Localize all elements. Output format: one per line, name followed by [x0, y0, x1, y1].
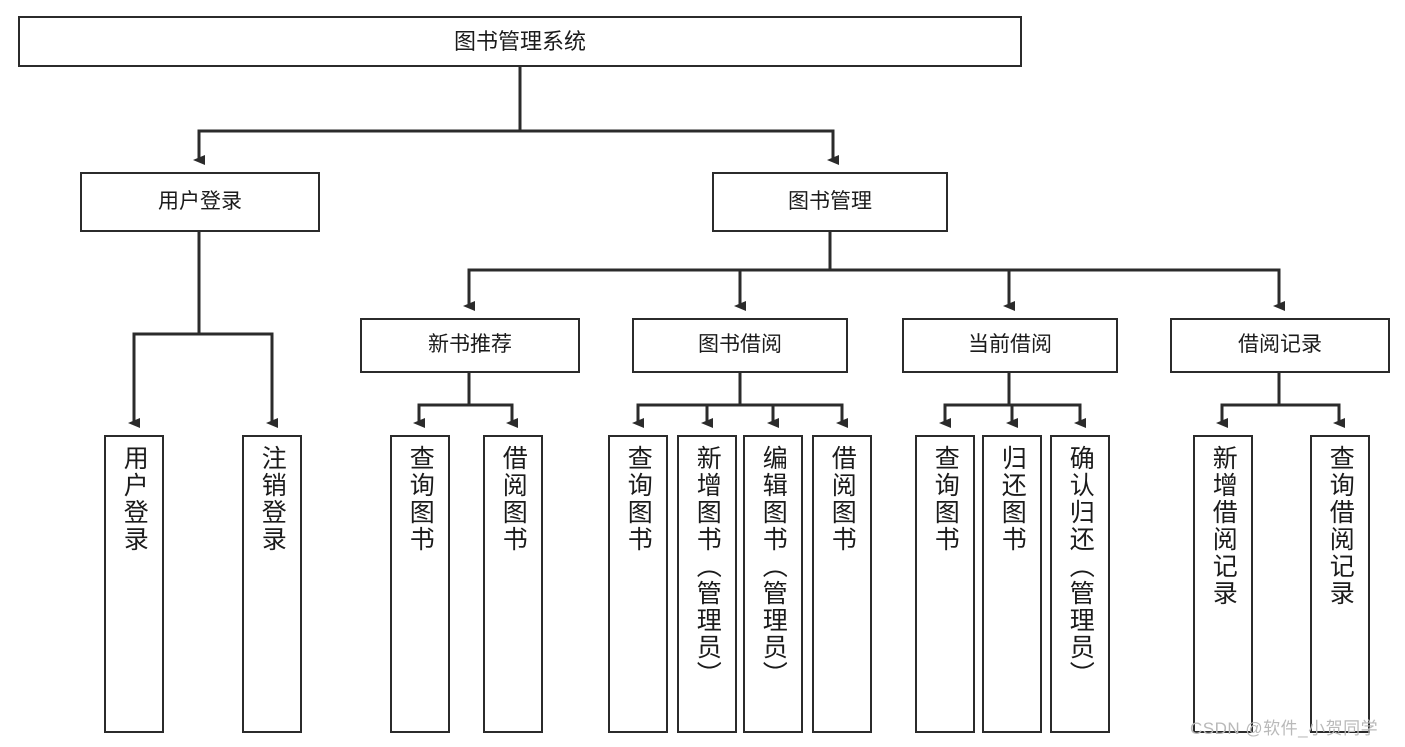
- node-label: 图书管理: [788, 189, 872, 213]
- node-book-management[interactable]: 图书管理: [712, 172, 948, 232]
- node-label: 查询图书: [624, 445, 653, 553]
- watermark: CSDN @软件_小贺同学: [1190, 719, 1379, 738]
- node-label: 新增借阅记录: [1209, 445, 1238, 607]
- node-leaf-logout[interactable]: 注销登录: [242, 435, 302, 733]
- node-label: 图书借阅: [698, 333, 782, 357]
- node-leaf-edit-book[interactable]: 编辑图书（管理员）: [743, 435, 803, 733]
- node-leaf-add-book[interactable]: 新增图书（管理员）: [677, 435, 737, 733]
- node-leaf-confirm-return[interactable]: 确认归还（管理员）: [1050, 435, 1110, 733]
- node-label: 注销登录: [258, 445, 287, 553]
- node-leaf-borrow-book-2[interactable]: 借阅图书: [812, 435, 872, 733]
- node-leaf-query-record[interactable]: 查询借阅记录: [1310, 435, 1370, 733]
- node-leaf-user-login[interactable]: 用户登录: [104, 435, 164, 733]
- node-label: 借阅图书: [499, 445, 528, 553]
- node-borrow-record[interactable]: 借阅记录: [1170, 318, 1390, 373]
- node-root-system[interactable]: 图书管理系统: [18, 16, 1022, 67]
- node-leaf-add-record[interactable]: 新增借阅记录: [1193, 435, 1253, 733]
- node-new-book-recommend[interactable]: 新书推荐: [360, 318, 580, 373]
- node-label: 借阅图书: [828, 445, 857, 553]
- node-user-login[interactable]: 用户登录: [80, 172, 320, 232]
- node-label: 新增图书（管理员）: [693, 445, 722, 688]
- node-label: 确认归还（管理员）: [1066, 445, 1095, 688]
- node-label: 编辑图书（管理员）: [759, 445, 788, 688]
- node-current-borrow[interactable]: 当前借阅: [902, 318, 1118, 373]
- node-label: 查询图书: [931, 445, 960, 553]
- node-label: 归还图书: [998, 445, 1027, 553]
- node-label: 新书推荐: [428, 333, 512, 357]
- node-leaf-return-book[interactable]: 归还图书: [982, 435, 1042, 733]
- node-label: 图书管理系统: [453, 28, 586, 54]
- node-leaf-query-book-2[interactable]: 查询图书: [608, 435, 668, 733]
- node-label: 当前借阅: [968, 333, 1052, 357]
- node-leaf-query-book-1[interactable]: 查询图书: [390, 435, 450, 733]
- node-label: 用户登录: [158, 189, 242, 213]
- node-label: 查询图书: [406, 445, 435, 553]
- node-label: 查询借阅记录: [1326, 445, 1355, 607]
- node-book-borrow[interactable]: 图书借阅: [632, 318, 848, 373]
- node-leaf-borrow-book-1[interactable]: 借阅图书: [483, 435, 543, 733]
- node-leaf-query-book-3[interactable]: 查询图书: [915, 435, 975, 733]
- node-label: 借阅记录: [1238, 333, 1322, 357]
- node-label: 用户登录: [120, 445, 149, 553]
